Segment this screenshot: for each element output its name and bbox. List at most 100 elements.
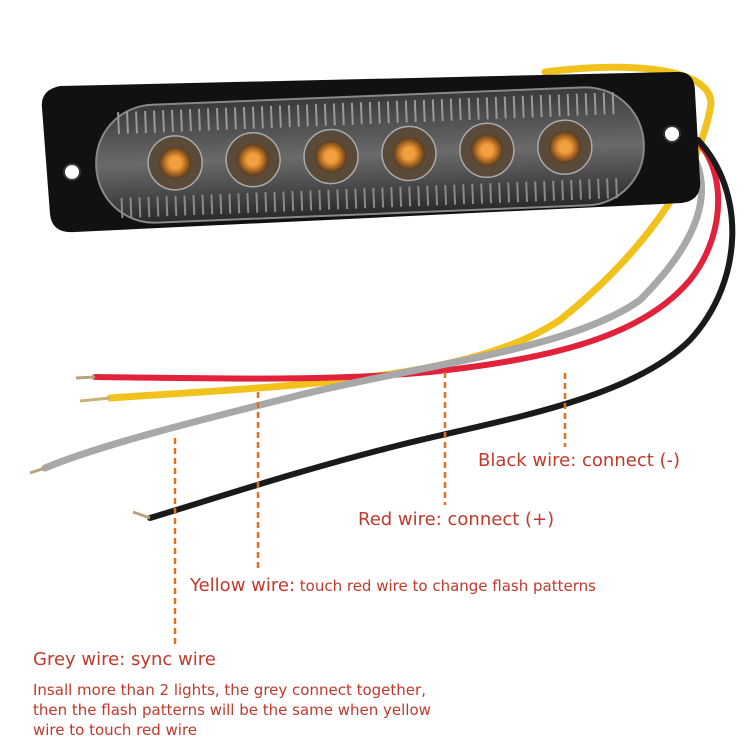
lens-rib bbox=[399, 186, 403, 207]
lens-rib bbox=[219, 193, 223, 215]
lens-rib bbox=[129, 197, 133, 218]
grey-wire bbox=[41, 146, 706, 472]
lens-rib bbox=[566, 93, 570, 117]
lens-rib bbox=[485, 97, 489, 120]
lens-rib bbox=[440, 99, 444, 122]
red-wire-desc: connect (+) bbox=[441, 509, 555, 530]
lens-rib bbox=[449, 98, 453, 121]
red-wire-label: Red wire: connect (+) bbox=[358, 511, 554, 529]
lens bbox=[95, 86, 645, 224]
lens-rib bbox=[162, 110, 165, 133]
lens-rib bbox=[300, 190, 304, 211]
lens-rib bbox=[278, 105, 282, 128]
lens-rib bbox=[273, 191, 277, 212]
led-emitter bbox=[403, 148, 414, 159]
lens-rib bbox=[377, 101, 381, 124]
lens-rib bbox=[602, 92, 606, 115]
lens-rib bbox=[341, 103, 345, 126]
lens-rib bbox=[525, 181, 529, 202]
lens-rib bbox=[287, 105, 291, 128]
lens-rib bbox=[210, 194, 214, 215]
mount-hole-left bbox=[63, 163, 81, 181]
red-wire-name: Red wire: bbox=[358, 509, 442, 530]
grey-desc-line: Insall more than 2 lights, the grey conn… bbox=[33, 681, 426, 699]
lens-rib bbox=[611, 92, 615, 115]
lens-rib bbox=[579, 179, 582, 200]
lens-rib bbox=[135, 111, 138, 134]
lens-rib bbox=[126, 111, 129, 134]
lens-rib bbox=[207, 108, 210, 131]
led-emitter bbox=[559, 142, 570, 153]
lens-rib bbox=[363, 188, 367, 209]
lens-rib bbox=[458, 98, 462, 121]
lens-rib bbox=[588, 179, 591, 200]
lens-rib bbox=[233, 107, 237, 130]
lens-rib bbox=[404, 100, 408, 123]
led-emitter bbox=[248, 154, 259, 165]
lens-rib bbox=[144, 110, 147, 134]
grey-wire-label: Grey wire: sync wire bbox=[33, 649, 216, 670]
lens-rib bbox=[462, 184, 466, 205]
red-wire bbox=[92, 132, 722, 382]
lens-rib bbox=[395, 100, 399, 123]
lens-rib bbox=[534, 181, 537, 202]
lens-rib bbox=[494, 96, 498, 119]
lens-rib bbox=[570, 179, 573, 200]
lens-rib bbox=[386, 101, 390, 124]
lens-rib bbox=[521, 95, 525, 118]
lens-rib bbox=[593, 92, 597, 115]
lens-rib bbox=[147, 196, 151, 217]
lens-rib bbox=[237, 193, 241, 214]
lens-rib bbox=[426, 185, 430, 206]
lens-rib bbox=[314, 104, 318, 127]
lens-rib bbox=[336, 189, 340, 210]
yellow-wire-name: Yellow wire: bbox=[190, 575, 296, 596]
lens-rib bbox=[381, 187, 385, 208]
lens-rib bbox=[327, 189, 331, 210]
lens-rib bbox=[597, 178, 600, 199]
lens-rib bbox=[153, 110, 156, 133]
lens-rib bbox=[543, 180, 546, 202]
lens-ribs bbox=[117, 92, 618, 219]
lens-rib bbox=[345, 188, 349, 210]
yellow-wire-label: Yellow wire: touch red wire to change fl… bbox=[190, 577, 596, 595]
lens-rib bbox=[255, 192, 259, 213]
lens-rib bbox=[503, 96, 507, 119]
mount-hole-right bbox=[663, 125, 681, 143]
grey-desc-line: wire to touch red wire bbox=[33, 721, 198, 739]
lens-rib bbox=[444, 184, 448, 206]
lens-rib bbox=[507, 182, 511, 203]
lens-rib bbox=[174, 195, 178, 216]
lens-rib bbox=[323, 103, 327, 126]
lens-rib bbox=[575, 93, 579, 116]
lens-rib bbox=[201, 194, 205, 215]
lens-rib bbox=[260, 106, 264, 129]
lens-rib bbox=[224, 107, 228, 130]
lens-rib bbox=[476, 97, 480, 120]
lens-rib bbox=[431, 99, 435, 122]
lens-rib bbox=[512, 96, 516, 119]
lens-rib bbox=[192, 195, 196, 216]
lens-rib bbox=[332, 103, 336, 126]
black-wire bbox=[147, 137, 736, 521]
lens-rib bbox=[467, 97, 471, 121]
lens-rib bbox=[138, 197, 142, 218]
light-housing bbox=[41, 71, 701, 233]
lens-rib bbox=[291, 191, 295, 212]
lens-rib bbox=[198, 108, 201, 131]
lens-rib bbox=[413, 100, 417, 123]
lens-rib bbox=[359, 102, 363, 125]
lens-rib bbox=[390, 187, 394, 208]
lens-rib bbox=[251, 106, 255, 129]
led-row bbox=[147, 119, 593, 191]
lens-rib bbox=[269, 105, 273, 128]
lens-rib bbox=[309, 190, 313, 211]
leader-lines bbox=[173, 372, 567, 645]
led-emitter bbox=[170, 157, 181, 168]
lens-rib bbox=[606, 178, 609, 199]
black-wire-name: Black wire: bbox=[478, 450, 577, 471]
lens-rib bbox=[498, 182, 502, 203]
lens-rib bbox=[561, 180, 564, 201]
lens-rib bbox=[171, 109, 174, 132]
